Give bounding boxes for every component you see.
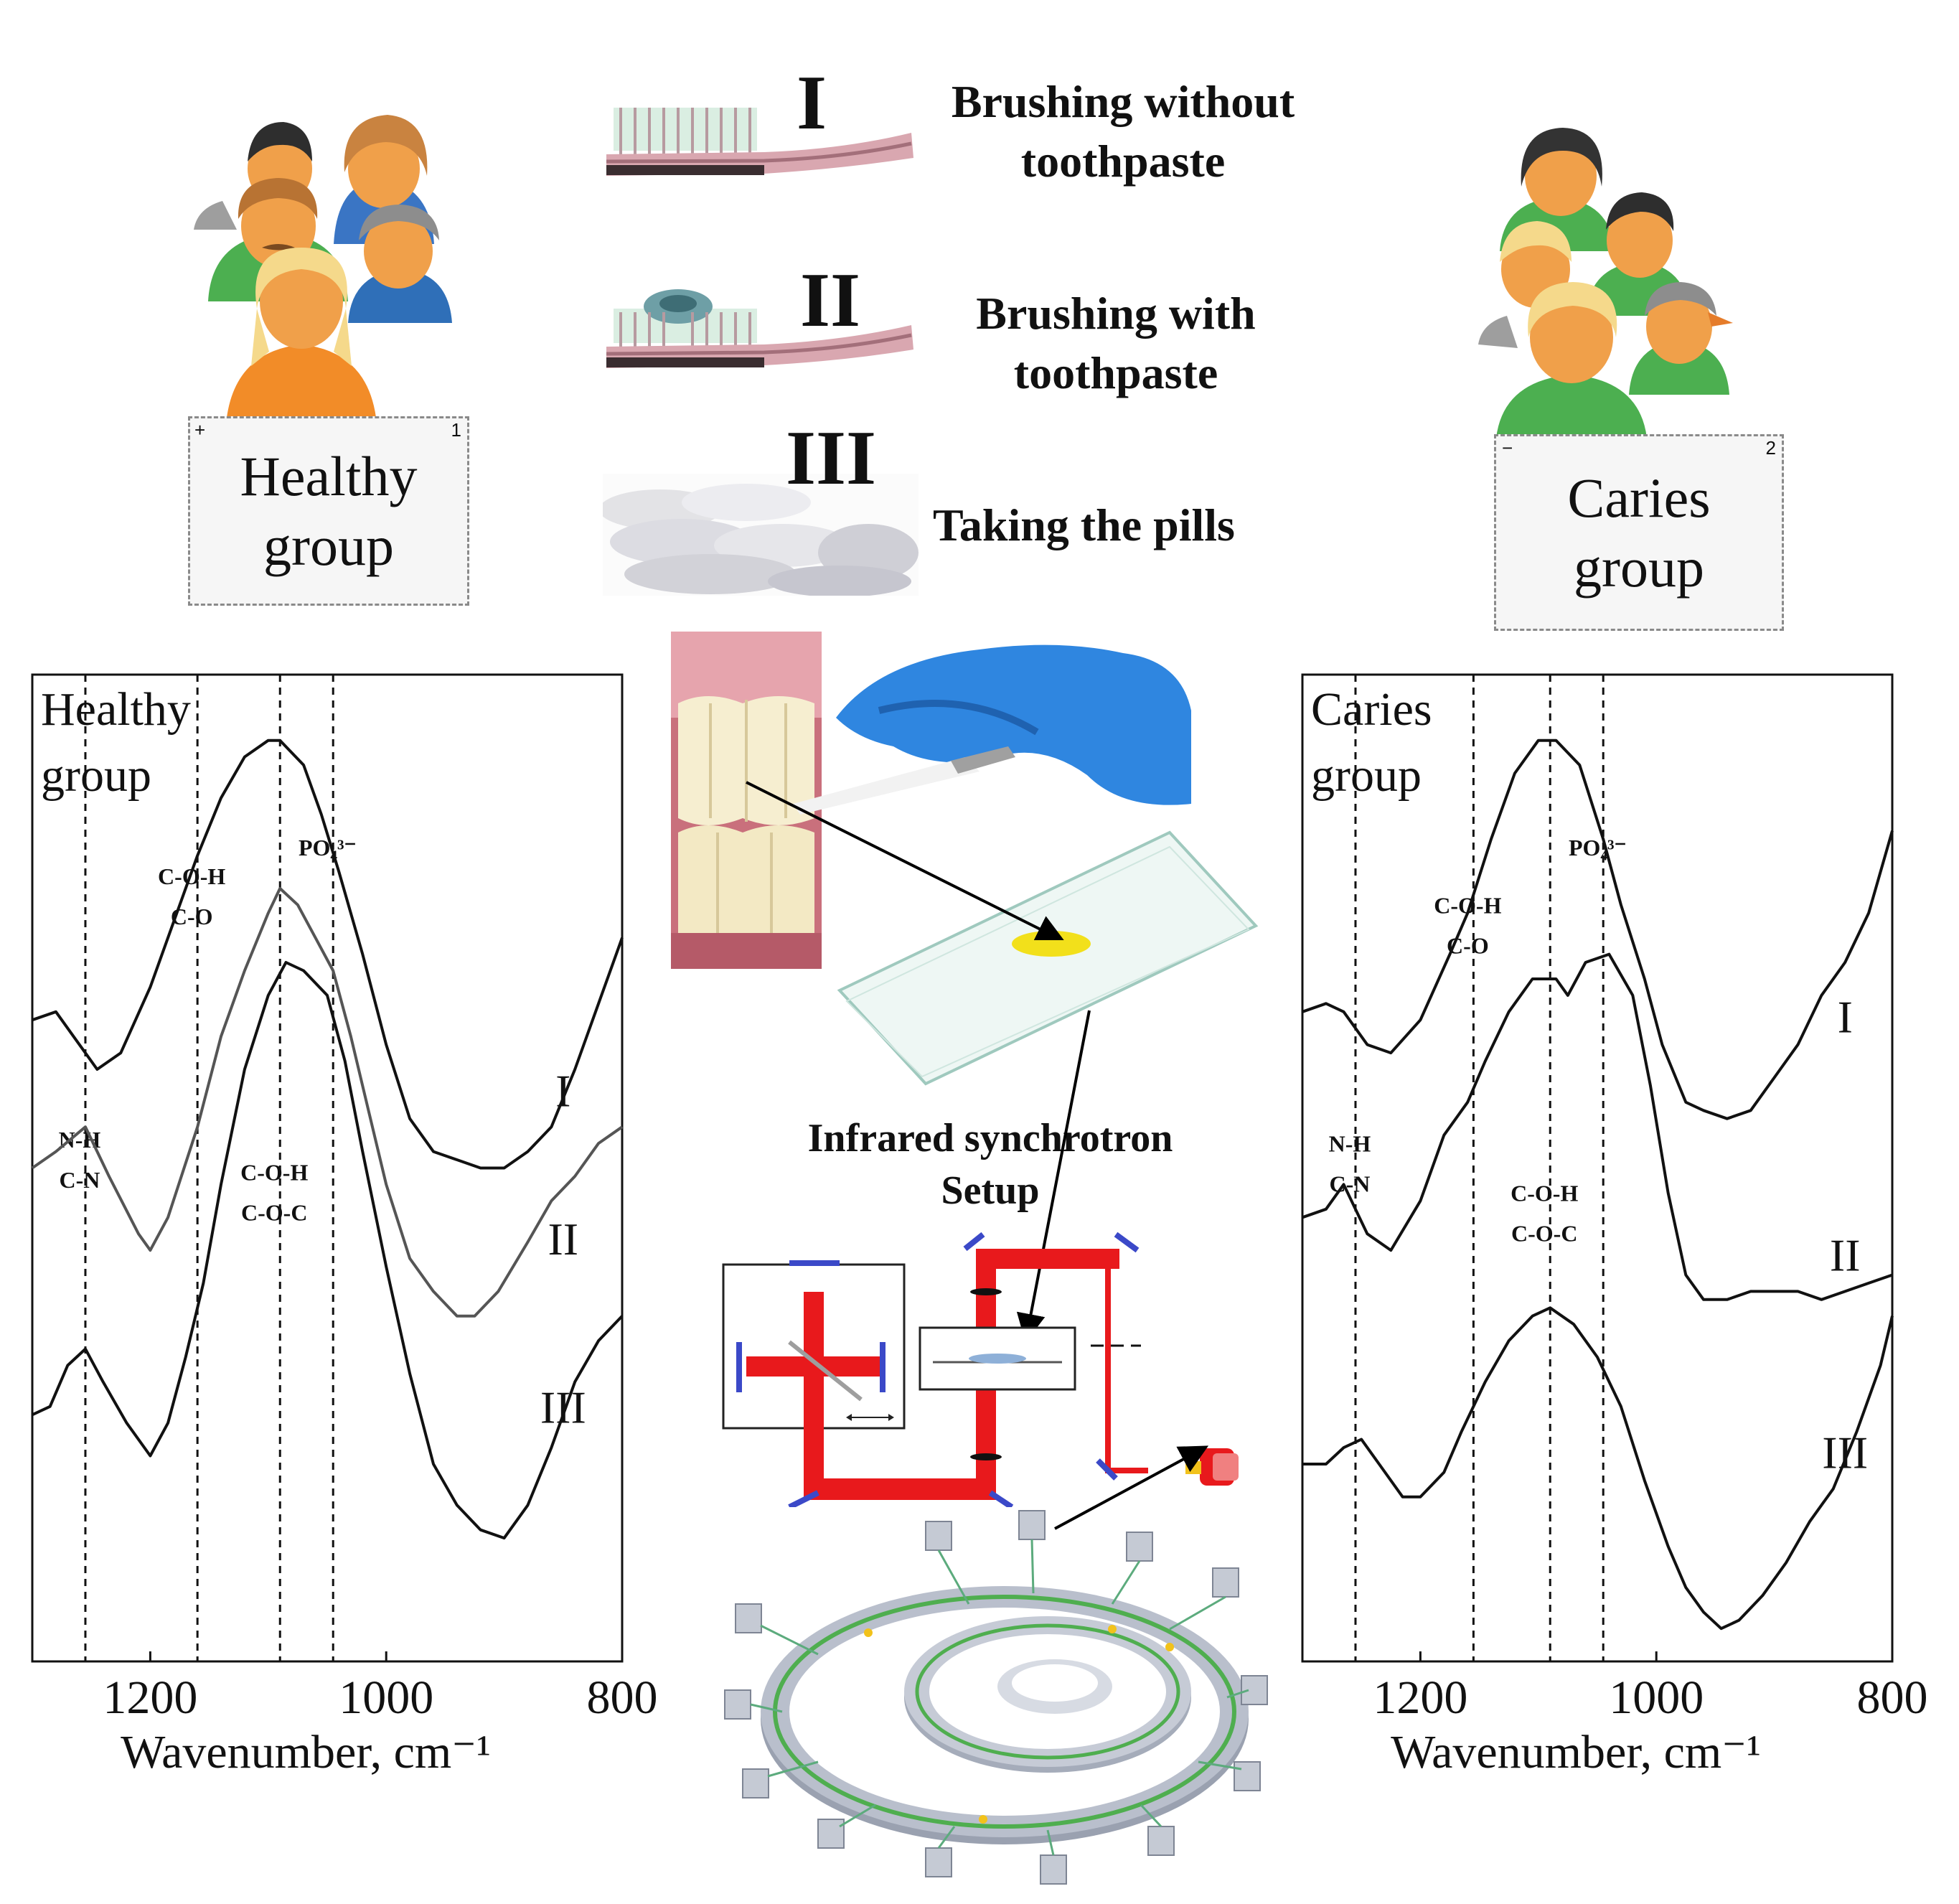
setup-title: Infrared synchrotron Setup xyxy=(807,1116,1173,1213)
series-label: III xyxy=(540,1382,586,1433)
plot-frame xyxy=(1301,673,1894,1663)
ring-to-detector-arrow xyxy=(1054,1445,1209,1530)
marker-label: C-O-C xyxy=(1511,1220,1577,1246)
caries-group-box: − 2 Caries group xyxy=(1494,434,1784,631)
marker-label: C-N xyxy=(60,1167,100,1193)
infrared-setup-schematic xyxy=(722,1232,1239,1507)
series-label: I xyxy=(555,1066,570,1117)
healthy-group-box: + 1 Healthy group xyxy=(188,416,469,606)
series-line-I xyxy=(32,738,624,1170)
chart-title: Healthy xyxy=(41,683,191,736)
step-3-text: Taking the pills xyxy=(933,500,1235,550)
caries-group-tab-number: 2 xyxy=(1765,437,1776,459)
healthy-group-people-icon xyxy=(194,115,452,423)
step-1-text: Brushing without toothpaste xyxy=(951,76,1295,187)
caries-group-label: Caries group xyxy=(1567,466,1711,599)
series-label: II xyxy=(1830,1230,1861,1281)
step-2-text: Brushing with toothpaste xyxy=(976,288,1256,399)
synchrotron-ring-icon xyxy=(724,1510,1268,1885)
gloved-hand-scraper-photo xyxy=(793,644,1191,815)
x-tick-label: 800 xyxy=(1857,1671,1928,1724)
toothbrush-with-paste-icon xyxy=(606,289,913,368)
x-tick-label: 1200 xyxy=(1373,1671,1467,1724)
marker-label: C-O-C xyxy=(241,1200,307,1226)
healthy-group-tab-number: 1 xyxy=(451,419,461,441)
step-1-numeral: I xyxy=(797,60,827,146)
sample-transfer-arrow xyxy=(746,781,1066,940)
teeth-sampling-photo xyxy=(671,632,822,969)
series-line-I xyxy=(1302,738,1894,1120)
marker-label: N-H xyxy=(1329,1131,1371,1157)
series-label: II xyxy=(548,1214,578,1265)
series-line-III xyxy=(1302,1306,1894,1631)
slide-to-setup-arrow xyxy=(1016,1010,1091,1342)
marker-label: PO₄³⁻ xyxy=(1569,835,1627,860)
plot-frame xyxy=(31,673,624,1663)
marker-label: PO₄³⁻ xyxy=(299,835,357,860)
series-line-II xyxy=(31,886,624,1318)
series-line-III xyxy=(32,961,624,1540)
x-tick-label: 800 xyxy=(587,1671,658,1724)
chart-title: group xyxy=(1311,749,1422,802)
marker-label: C-O-H xyxy=(1511,1180,1578,1206)
series-label: I xyxy=(1838,991,1853,1042)
healthy-group-tab-symbol: + xyxy=(194,419,206,441)
healthy-group-label: Healthy group xyxy=(240,444,418,578)
chart-title: group xyxy=(41,749,151,802)
step-3-numeral: III xyxy=(786,416,877,501)
x-axis-label: Wavenumber, cm⁻¹ xyxy=(1391,1726,1761,1778)
x-tick-label: 1200 xyxy=(103,1671,197,1724)
series-label: III xyxy=(1822,1427,1868,1478)
marker-label: C-O-H xyxy=(240,1160,308,1186)
x-tick-label: 1000 xyxy=(339,1671,433,1724)
chart-title: Caries xyxy=(1311,683,1432,736)
healthy-chart-svg: N-HC-NC-O-HC-OC-O-HC-O-CPO₄³⁻IIIIIIHealt… xyxy=(31,673,658,1778)
x-tick-label: 1000 xyxy=(1609,1671,1704,1724)
caries-group-people-icon xyxy=(1478,128,1733,438)
series-line-II xyxy=(1302,952,1893,1301)
pills-icon xyxy=(603,474,919,596)
marker-label: C-N xyxy=(1330,1171,1371,1197)
toothbrush-icon xyxy=(606,108,913,176)
glass-slide-icon xyxy=(837,830,1259,1086)
caries-chart-svg: N-HC-NC-O-HC-OC-O-HC-O-CPO₄³⁻IIIIIICarie… xyxy=(1301,673,1928,1778)
x-axis-label: Wavenumber, cm⁻¹ xyxy=(121,1726,491,1778)
step-2-numeral: II xyxy=(800,258,861,343)
caries-group-tab-symbol: − xyxy=(1502,437,1513,459)
